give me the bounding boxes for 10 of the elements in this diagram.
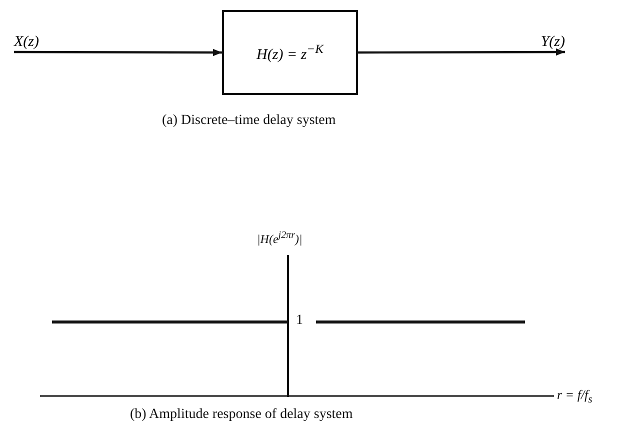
- tick-label: 1: [296, 313, 303, 329]
- caption: (b) Amplitude response of delay system: [130, 407, 353, 423]
- axis-label: |H(e$^{j2πr}$)|: [257, 230, 302, 247]
- signal-label: X(z): [14, 34, 39, 50]
- transfer-function-box: H(z) = z$^{−K}$: [222, 10, 358, 95]
- axis-label: r = f/f$_{s}$: [557, 387, 592, 406]
- signal-arrow: [14, 48, 222, 56]
- caption: (a) Discrete–time delay system: [162, 113, 336, 129]
- signal-label: Y(z): [540, 34, 565, 50]
- signal-arrow: [358, 48, 565, 56]
